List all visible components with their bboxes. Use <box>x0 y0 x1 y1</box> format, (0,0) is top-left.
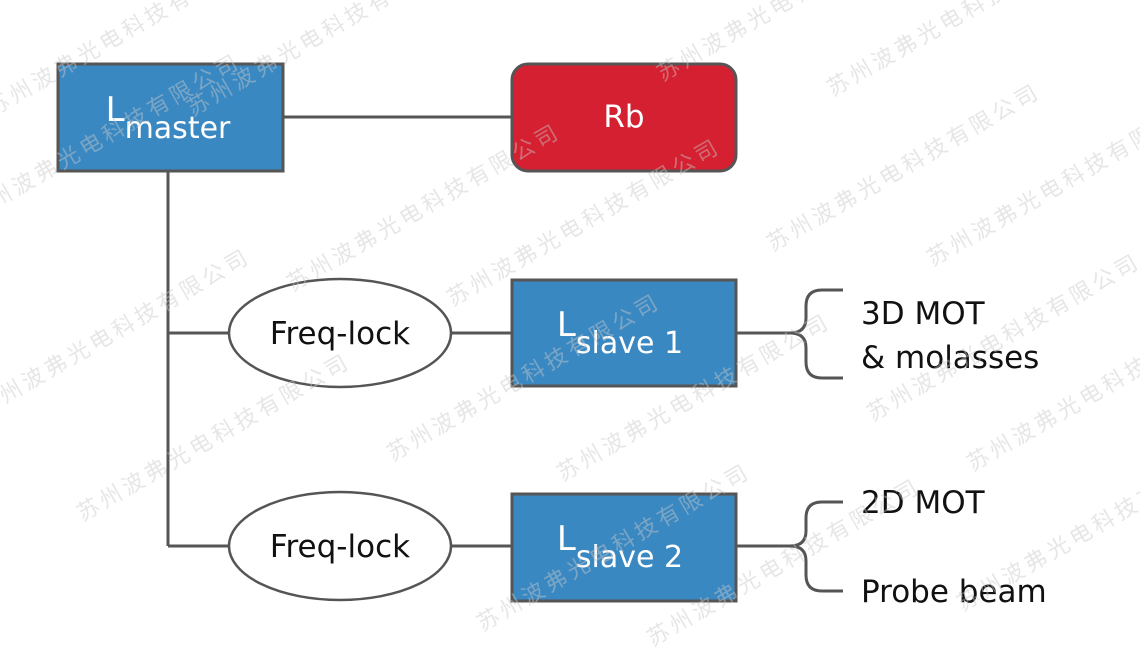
master-laser-subscript: master <box>125 111 231 146</box>
slave-2-output-brace <box>789 500 843 593</box>
slave-1-laser-label: L <box>557 305 576 345</box>
svg-text:Lmaster: Lmaster <box>106 90 231 146</box>
svg-text:Lslave 2: Lslave 2 <box>557 519 683 575</box>
rb-cell-label: Rb <box>603 99 644 135</box>
slave-2-laser-node: Lslave 2 <box>510 492 738 603</box>
freq-lock-2-node: Freq-lock <box>227 490 453 602</box>
slave-2-output-bottom: Probe beam <box>861 574 1047 610</box>
slave-2-laser-subscript: slave 2 <box>576 540 683 575</box>
slave-2-output-top: 2D MOT <box>861 485 986 521</box>
slave-1-output-brace <box>789 288 843 380</box>
rb-cell-node: Rb <box>510 62 738 173</box>
slave-1-laser-subscript: slave 1 <box>576 326 683 361</box>
freq-lock-1-label: Freq-lock <box>270 316 410 352</box>
slave-1-laser-node: Lslave 1 <box>510 278 738 388</box>
slave-1-output-line-1: 3D MOT <box>861 296 986 332</box>
freq-lock-2-label: Freq-lock <box>270 529 410 565</box>
master-laser-node: Lmaster <box>56 62 285 173</box>
svg-text:Lslave 1: Lslave 1 <box>557 305 683 361</box>
slave-2-laser-label: L <box>557 519 576 559</box>
slave-1-output-line-2: & molasses <box>861 340 1039 376</box>
freq-lock-1-node: Freq-lock <box>227 277 453 389</box>
master-laser-label: L <box>106 90 125 130</box>
